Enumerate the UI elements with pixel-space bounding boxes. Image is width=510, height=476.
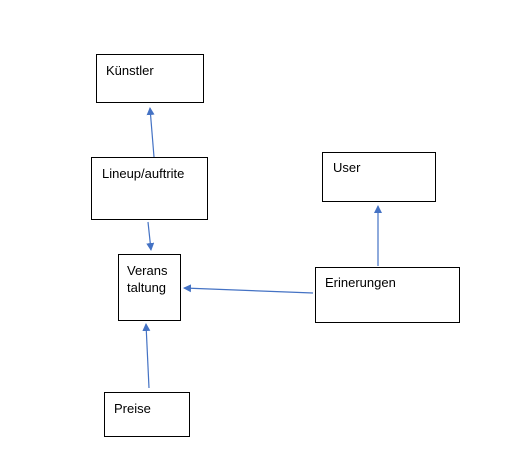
edge-preise-to-veranstaltung	[142, 323, 151, 389]
node-lineup: Lineup/auftrite	[91, 157, 208, 220]
edge-lineup-to-veranstaltung	[146, 221, 155, 251]
node-erinerungen: Erinerungen	[315, 267, 460, 323]
node-erinerungen-label: Erinerungen	[325, 275, 396, 290]
node-kuenstler: Künstler	[96, 54, 204, 103]
node-veranstaltung-label-line2: taltung	[127, 280, 167, 295]
node-kuenstler-label: Künstler	[106, 63, 154, 78]
edge-lineup-to-kuenstler	[146, 107, 155, 158]
node-veranstaltung-label-line1: Verans	[127, 263, 168, 278]
node-lineup-label: Lineup/auftrite	[102, 166, 185, 181]
node-preise: Preise	[104, 392, 190, 437]
node-veranstaltung: Verans taltung	[118, 254, 181, 321]
node-user: User	[322, 152, 436, 202]
node-user-label: User	[333, 160, 361, 175]
edge-erinerungen-to-veranstaltung	[183, 284, 314, 294]
node-preise-label: Preise	[114, 401, 151, 416]
